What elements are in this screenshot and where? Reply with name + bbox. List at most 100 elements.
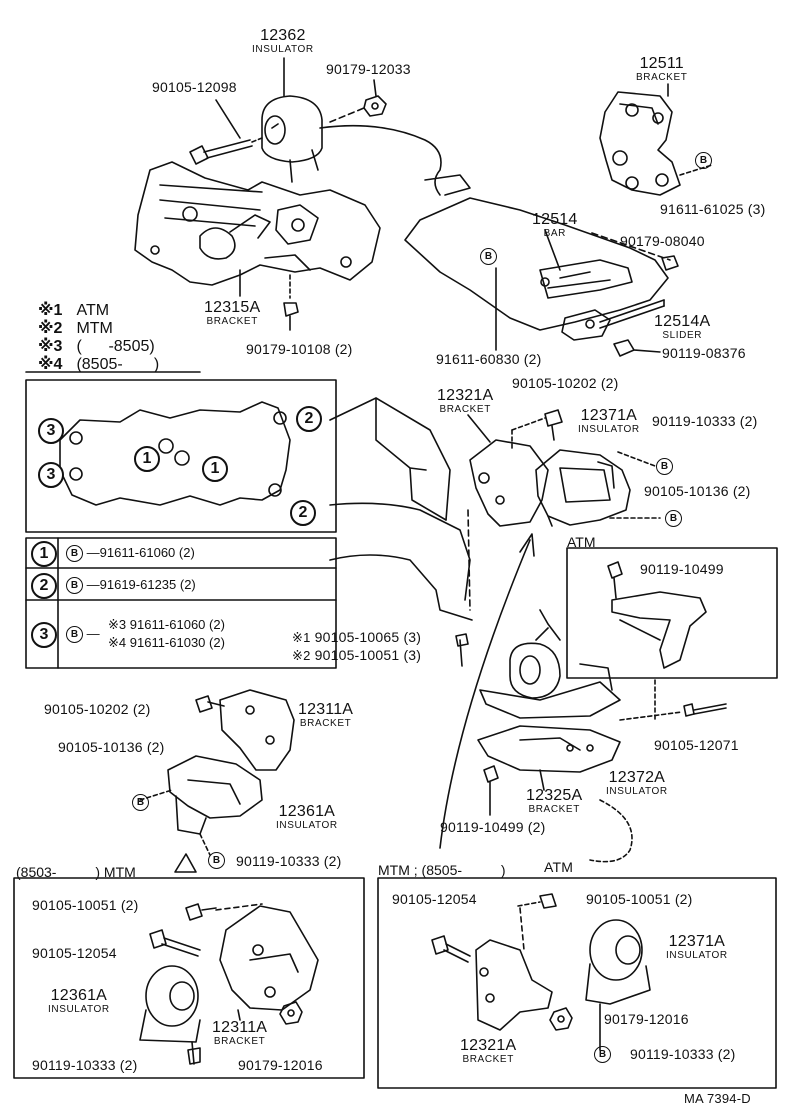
- legend-mark: ※4: [38, 356, 63, 373]
- label-12315a: 12315A BRACKET: [204, 300, 260, 327]
- part-number: 12514A: [654, 313, 711, 330]
- part-number: 90105-10051 (3): [314, 647, 422, 663]
- table-row2-number: 2: [31, 573, 57, 599]
- mtm-right-title: MTM ; (8505- ): [378, 862, 506, 878]
- insulator-12371a-br-drawing: [585, 919, 651, 1051]
- part-description: BRACKET: [299, 718, 352, 729]
- note-mark: ※3: [108, 617, 127, 632]
- label-90119-10333-top: 90119-10333 (2): [652, 413, 758, 429]
- bolt-90105-12098-drawing: [189, 99, 263, 165]
- insulator-12371a-top-drawing: [535, 449, 631, 527]
- bracket-12321a-top-drawing: [467, 414, 549, 611]
- b-circle-icon: B: [66, 626, 83, 644]
- label-90105-10051-mid: ※2 90105-10051 (3): [292, 648, 421, 662]
- bracket-12511-drawing: [599, 83, 713, 196]
- label-12361a-mid: 12361A INSULATOR: [276, 804, 338, 831]
- bolt-pattern-box: [25, 379, 337, 533]
- label-90119-10333-br: 90119-10333 (2): [630, 1046, 736, 1062]
- b-circle-icon: B: [656, 458, 673, 475]
- part-number: 12362: [260, 27, 306, 44]
- atm-bracket-drawing: [607, 561, 707, 669]
- bolt-10065-leader: [459, 639, 463, 667]
- label-90119-10333-mid: 90119-10333 (2): [236, 853, 342, 869]
- b-marker: B: [480, 248, 497, 265]
- part-description: BRACKET: [439, 404, 491, 415]
- b-circle-icon: B: [66, 545, 83, 563]
- label-90105-12054-br: 90105-12054: [392, 891, 477, 907]
- label-90105-10065: ※1 90105-10065 (3): [292, 630, 421, 644]
- nut-90179-12033-drawing: [329, 79, 387, 123]
- label-90119-10499-atm: 90119-10499: [640, 561, 724, 577]
- label-12511: 12511 BRACKET: [636, 56, 687, 83]
- part-number: 12371A: [580, 407, 638, 424]
- legend-value: MTM: [76, 320, 113, 337]
- bolt-90105-12071-drawing: [683, 703, 727, 717]
- table-row3-b: B —: [66, 626, 100, 644]
- hose-line: [319, 124, 442, 196]
- legend-mark: ※3: [38, 338, 63, 355]
- label-90119-10333-bl: 90119-10333 (2): [32, 1057, 138, 1073]
- table-row1-number: 1: [31, 541, 57, 567]
- label-90105-10202-left: 90105-10202 (2): [44, 701, 151, 717]
- part-number: 12514: [532, 211, 578, 228]
- label-90179-12016-br: 90179-12016: [604, 1011, 689, 1027]
- label-12321a-top: 12321A BRACKET: [437, 388, 493, 415]
- slider-12514a-drawing: [495, 267, 665, 357]
- label-12361a-bl: 12361A INSULATOR: [48, 988, 110, 1015]
- b-marker: B: [208, 852, 225, 869]
- bracket-12311a-mid-drawing: [207, 689, 295, 771]
- b-circle-icon: B: [594, 1046, 611, 1063]
- table-row2-text: 91619-61235 (2): [99, 577, 196, 592]
- mtm-box-right: [377, 877, 777, 1089]
- bolt-90179-10108-drawing: [283, 274, 299, 331]
- label-90105-10136-left: 90105-10136 (2): [58, 739, 165, 755]
- legend-value: (8505- ): [76, 356, 160, 373]
- part-description: SLIDER: [662, 330, 703, 341]
- clip-drawing: [424, 174, 471, 196]
- label-91611-61025: 91611-61025 (3): [660, 201, 766, 217]
- part-number: 12315A: [204, 299, 261, 316]
- note-mark: ※4: [108, 635, 127, 650]
- part-number: 12361A: [50, 987, 108, 1004]
- part-description: INSULATOR: [606, 786, 668, 797]
- part-description: INSULATOR: [48, 1004, 110, 1015]
- bolt-90105-12054-bl-drawing: [149, 929, 201, 957]
- position-2-marker: 2: [290, 500, 316, 526]
- legend-mark: ※1: [38, 302, 63, 319]
- table-row3-line2: ※4 91611-61030 (2): [108, 635, 225, 651]
- part-number: 12372A: [608, 769, 666, 786]
- leader-12071: [619, 711, 683, 721]
- mtm-left-title: (8503- ) MTM: [16, 864, 136, 880]
- b-marker: B: [132, 794, 149, 811]
- bolt-90105-10202-top-drawing: [511, 409, 563, 451]
- label-90179-10108: 90179-10108 (2): [246, 341, 353, 357]
- part-number: 12361A: [278, 803, 336, 820]
- label-90179-08040: 90179-08040: [620, 233, 705, 249]
- position-1-marker: 1: [134, 446, 160, 472]
- arrow-head: [519, 533, 535, 557]
- part-number: 12325A: [526, 787, 583, 804]
- bolt-90105-10051-bl-drawing: [185, 903, 217, 921]
- label-12311a-bl: 12311A BRACKET: [212, 1020, 267, 1047]
- label-91611-60830: 91611-60830 (2): [436, 351, 542, 367]
- small-arrow-up: [174, 853, 197, 873]
- bar-12514-drawing: [404, 197, 679, 331]
- insulator-12361a-bl-drawing: [139, 965, 201, 1065]
- b-circle-icon: B: [132, 794, 149, 811]
- legend-row: ※3( -8505): [38, 336, 155, 356]
- label-90105-10051-br: 90105-10051 (2): [586, 891, 693, 907]
- label-90119-10499-mid: 90119-10499 (2): [440, 819, 546, 835]
- position-2-marker: 2: [296, 406, 322, 432]
- label-12371a-top: 12371A INSULATOR: [578, 408, 640, 435]
- mtm-box-left: [13, 877, 365, 1079]
- part-description: BRACKET: [528, 804, 580, 815]
- b-circle-icon: B: [66, 577, 83, 595]
- label-12514: 12514 BAR: [532, 212, 578, 239]
- legend-value: ATM: [76, 302, 110, 319]
- b-circle-icon: B: [480, 248, 497, 265]
- position-3-marker: 3: [38, 462, 64, 488]
- b-circle-icon: B: [695, 152, 712, 169]
- bolt-90119-10499-mid-drawing: [483, 765, 499, 816]
